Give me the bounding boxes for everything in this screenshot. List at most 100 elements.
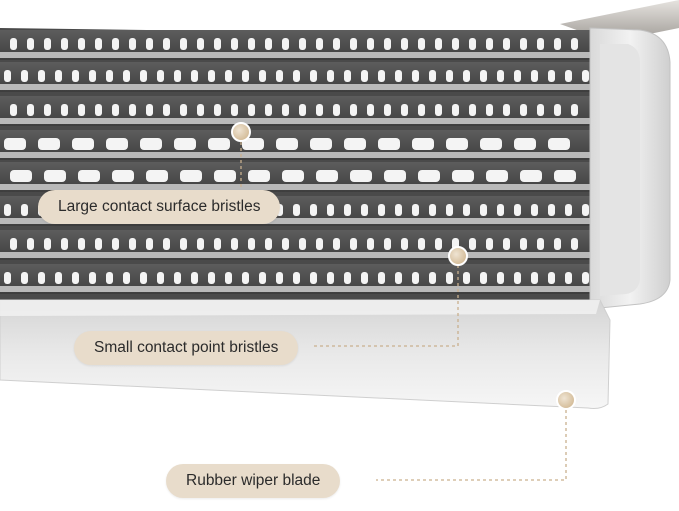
small-bristle (333, 104, 340, 116)
small-bristle (480, 204, 487, 216)
marker-dot-large-bristles (231, 122, 251, 142)
large-bristle (344, 138, 366, 150)
leader-line-3 (376, 410, 567, 481)
small-bristle (333, 38, 340, 50)
small-bristle (10, 38, 17, 50)
small-bristle (531, 70, 538, 82)
small-bristle (463, 204, 470, 216)
small-bristle (4, 272, 11, 284)
small-bristle (197, 38, 204, 50)
large-bristle (480, 138, 502, 150)
small-bristle (276, 272, 283, 284)
small-bristle (146, 38, 153, 50)
large-bristle (384, 170, 406, 182)
small-bristle (282, 238, 289, 250)
large-bristle (486, 170, 508, 182)
small-bristle (123, 70, 130, 82)
small-bristle (463, 272, 470, 284)
small-bristle (452, 38, 459, 50)
small-bristle (27, 104, 34, 116)
small-bristle (469, 38, 476, 50)
small-bristle (486, 38, 493, 50)
bristle-rail (0, 84, 598, 90)
small-bristle (72, 272, 79, 284)
callout-large-contact-surface-bristles: Large contact surface bristles (38, 190, 281, 224)
side-frame-inner (600, 44, 640, 296)
small-bristle (163, 238, 170, 250)
small-bristle (446, 204, 453, 216)
small-bristle (384, 238, 391, 250)
small-bristle (446, 70, 453, 82)
small-bristle (401, 238, 408, 250)
small-bristle (486, 104, 493, 116)
small-bristle (435, 238, 442, 250)
small-bristle (259, 272, 266, 284)
small-bristle (208, 70, 215, 82)
small-bristle (554, 238, 561, 250)
small-bristle (140, 70, 147, 82)
large-bristle (378, 138, 400, 150)
small-bristle (344, 204, 351, 216)
small-bristle (112, 104, 119, 116)
small-bristle (571, 238, 578, 250)
small-bristle (61, 238, 68, 250)
small-bristle (95, 38, 102, 50)
small-bristle (514, 272, 521, 284)
bristle-rail (0, 286, 598, 292)
large-bristle (78, 170, 100, 182)
small-bristle (95, 104, 102, 116)
leader-line-2 (312, 265, 459, 347)
small-bristle (350, 38, 357, 50)
small-bristle (384, 104, 391, 116)
large-bristle (10, 170, 32, 182)
small-bristle (72, 70, 79, 82)
small-bristle (293, 204, 300, 216)
large-bristle (4, 138, 26, 150)
small-bristle (520, 38, 527, 50)
small-bristle (531, 272, 538, 284)
small-bristle (571, 104, 578, 116)
small-bristle (299, 238, 306, 250)
small-bristle (412, 272, 419, 284)
small-bristle (367, 104, 374, 116)
callout-rubber-wiper-blade: Rubber wiper blade (166, 464, 341, 498)
small-bristle (480, 272, 487, 284)
small-bristle (174, 70, 181, 82)
small-bristle (231, 238, 238, 250)
small-bristle (38, 70, 45, 82)
small-bristle (412, 70, 419, 82)
small-bristle (310, 272, 317, 284)
small-bristle (486, 238, 493, 250)
small-bristle (282, 104, 289, 116)
small-bristle (38, 272, 45, 284)
large-bristle (106, 138, 128, 150)
callout-small-contact-point-bristles: Small contact point bristles (74, 331, 299, 365)
small-bristle (129, 38, 136, 50)
small-bristle (514, 204, 521, 216)
small-bristle (293, 70, 300, 82)
small-bristle (537, 104, 544, 116)
small-bristle (21, 204, 28, 216)
small-bristle (429, 272, 436, 284)
small-bristle (469, 104, 476, 116)
small-bristle (463, 70, 470, 82)
large-bristle (140, 138, 162, 150)
small-bristle (520, 238, 527, 250)
small-bristle (367, 38, 374, 50)
large-bristle (554, 170, 576, 182)
small-bristle (327, 272, 334, 284)
small-bristle (429, 70, 436, 82)
small-bristle (401, 38, 408, 50)
small-bristle (123, 272, 130, 284)
bristle-rail (0, 152, 598, 158)
small-bristle (21, 272, 28, 284)
bristle-rail (0, 252, 598, 258)
large-bristle (214, 170, 236, 182)
small-bristle (27, 38, 34, 50)
large-bristle (350, 170, 372, 182)
small-bristle (310, 70, 317, 82)
small-bristle (384, 38, 391, 50)
small-bristle (565, 70, 572, 82)
large-bristle (248, 170, 270, 182)
small-bristle (554, 38, 561, 50)
